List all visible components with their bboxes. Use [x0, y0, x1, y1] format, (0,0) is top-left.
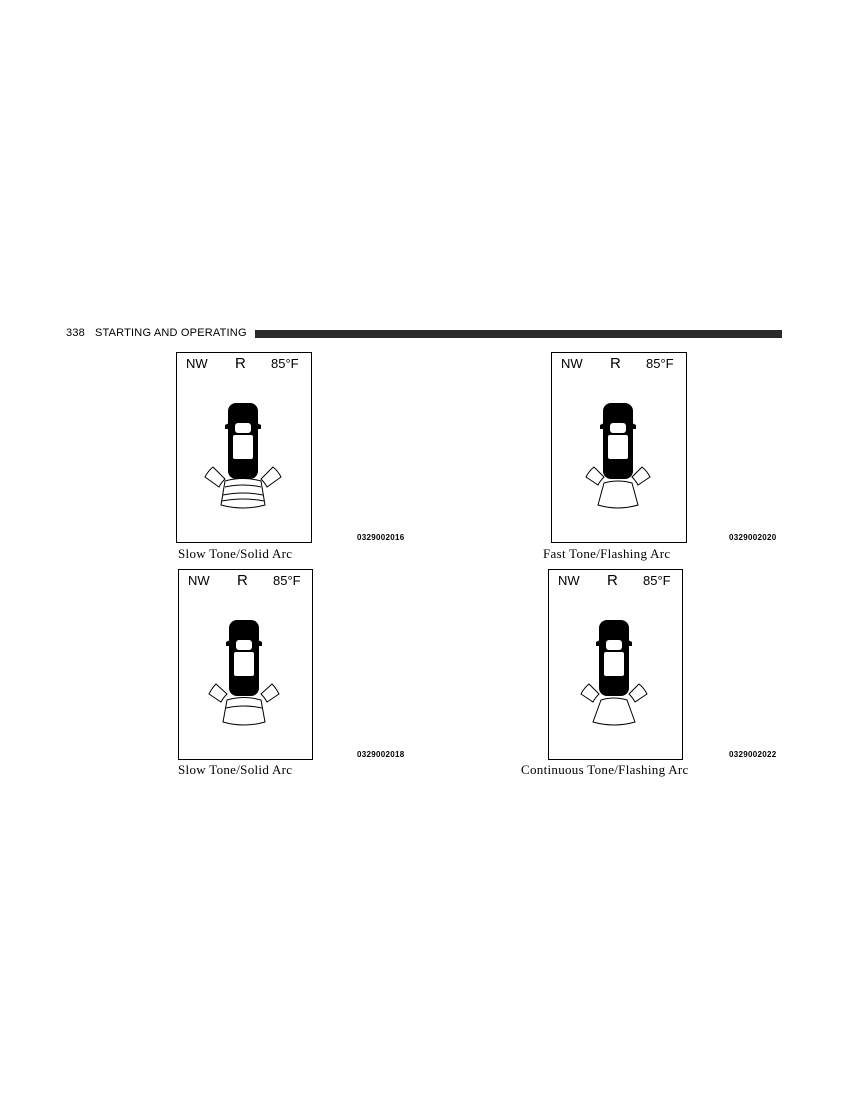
outside-temperature: 85°F: [273, 573, 301, 588]
sensor-arcs: [580, 683, 648, 726]
compass-heading: NW: [558, 573, 580, 588]
car-icon: [596, 620, 632, 696]
vehicle-top-view-icon: [208, 620, 280, 726]
figure-code: 0329002018: [357, 750, 405, 759]
vehicle-top-view-icon: [585, 403, 651, 509]
figure-caption: Fast Tone/Flashing Arc: [543, 546, 671, 561]
gear-indicator: R: [610, 355, 621, 372]
figure-code: 0329002016: [357, 533, 405, 542]
park-assist-display: NW R 85°F: [551, 352, 687, 543]
compass-heading: NW: [561, 356, 583, 371]
car-icon: [225, 403, 261, 479]
park-assist-display: NW R 85°F: [178, 569, 313, 760]
gear-indicator: R: [235, 355, 246, 372]
vehicle-top-view-icon: [204, 403, 282, 509]
car-icon: [600, 403, 636, 479]
vehicle-top-view-icon: [580, 620, 648, 726]
figure-caption: Slow Tone/Solid Arc: [178, 546, 293, 561]
header-rule: [255, 330, 782, 338]
figure-caption: Continuous Tone/Flashing Arc: [521, 762, 689, 777]
sensor-arcs: [204, 466, 282, 509]
compass-heading: NW: [186, 356, 208, 371]
section-title: STARTING AND OPERATING: [95, 327, 247, 339]
park-assist-display: NW R 85°F: [548, 569, 683, 760]
gear-indicator: R: [607, 572, 618, 589]
sensor-arcs: [208, 683, 280, 726]
outside-temperature: 85°F: [646, 356, 674, 371]
figure-caption: Slow Tone/Solid Arc: [178, 762, 293, 777]
gear-indicator: R: [237, 572, 248, 589]
page-header: 338 STARTING AND OPERATING: [66, 327, 782, 341]
outside-temperature: 85°F: [271, 356, 299, 371]
car-icon: [226, 620, 262, 696]
page-number: 338: [66, 327, 85, 339]
compass-heading: NW: [188, 573, 210, 588]
figure-code: 0329002022: [729, 750, 777, 759]
figure-code: 0329002020: [729, 533, 777, 542]
sensor-arcs: [585, 466, 651, 509]
park-assist-display: NW R 85°F: [176, 352, 312, 543]
outside-temperature: 85°F: [643, 573, 671, 588]
